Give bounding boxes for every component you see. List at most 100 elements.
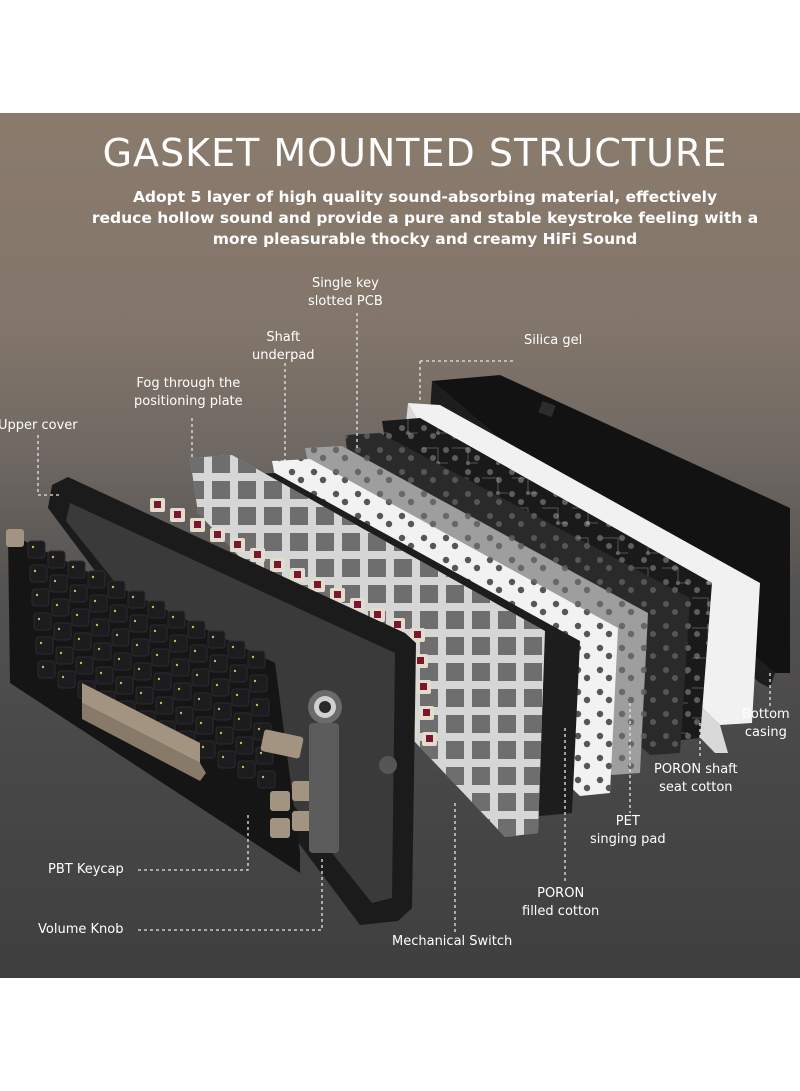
keycap [133,662,152,681]
label-volume-knob: Volume Knob [38,922,124,937]
keycap-legend-dot [177,687,181,691]
keycap-set [6,529,312,873]
keycap [69,584,88,603]
keycap-legend-dot [59,651,63,655]
label-silica-gel: Silica gel [524,333,583,348]
keycap [29,564,48,583]
keycap-legend-dot [37,617,41,621]
keycap-legend-dot [115,633,119,637]
keycap-legend-dot [131,595,135,599]
keycap-legend-dot [195,673,199,677]
keycap-legend-dot [133,619,137,623]
keycap-legend-dot [255,703,259,707]
keycap-legend-dot [57,627,61,631]
keycap [27,540,46,559]
keycap-legend-dot [117,657,121,661]
keycap-legend-dot [79,661,83,665]
keycap [197,740,216,759]
keycap [53,622,72,641]
keycap-legend-dot [41,665,45,669]
keycap-legend-dot [53,579,57,583]
keycap [51,598,70,617]
keycap-legend-dot [157,677,161,681]
keycap [71,608,90,627]
keycap-legend-dot [55,603,59,607]
keycap-legend-dot [259,751,263,755]
keycap-legend-dot [239,741,243,745]
switch [250,548,265,562]
switch [416,680,431,694]
keycap-legend-dot [31,545,35,549]
keycap [217,750,236,769]
keycap-legend-dot [71,565,75,569]
leader-lines [37,313,771,933]
keycap-legend-dot [139,691,143,695]
keycap [107,580,126,599]
keycap [247,650,266,669]
subtitle-line: more pleasurable thocky and creamy HiFi … [212,230,638,248]
keycap [233,712,252,731]
keycap [95,666,114,685]
keycap-legend-dot [199,721,203,725]
keycap-legend-dot [193,649,197,653]
keycap [235,736,254,755]
switch [422,732,437,746]
label-upper-cover: Upper cover [0,418,78,433]
keycap [211,678,230,697]
keycap [67,560,86,579]
keycap-legend-dot [237,717,241,721]
keycap [169,634,188,653]
keycap-legend-dot [35,593,39,597]
keycap-legend-dot [251,655,255,659]
keycap-legend-dot [221,755,225,759]
keycap-legend-dot [235,693,239,697]
keycap [57,670,76,689]
keycap [171,658,190,677]
keycap-legend-dot [61,675,65,679]
keycap-legend-dot [33,569,37,573]
switch [419,706,434,720]
keycap [231,688,250,707]
keycap [47,550,66,569]
keycap [31,588,50,607]
label-single-key-pcb: Single key slotted PCB [308,276,383,309]
keycap-legend-dot [135,643,139,647]
switch [290,568,305,582]
keycap-legend-dot [111,585,115,589]
keycap [153,672,172,691]
keycap [55,646,74,665]
keycap [207,630,226,649]
label-poron-shaft-seat: PORON shaft seat cotton [654,762,738,795]
keycap [35,636,54,655]
label-shaft-underpad: Shaft underpad [252,330,315,363]
label-bottom-casing: Bottom casing [742,707,790,740]
switch [150,498,165,512]
keycap-legend-dot [231,645,235,649]
keycap [193,692,212,711]
switch [210,528,225,542]
keycap [87,570,106,589]
keycap [195,716,214,735]
keycap-legend-dot [153,629,157,633]
switch [310,578,325,592]
keycap [147,600,166,619]
keycap-legend-dot [51,555,55,559]
keycap [189,644,208,663]
keycap-legend-dot [175,663,179,667]
keycap [49,574,68,593]
subtitle-line: reduce hollow sound and provide a pure a… [91,209,759,227]
switch [410,628,425,642]
page-title: GASKET MOUNTED STRUCTURE [102,131,728,175]
page-subtitle: Adopt 5 layer of high quality sound-abso… [60,187,760,250]
exploded-keyboard-illustration [6,313,790,933]
keycap [191,668,210,687]
keycap [91,618,110,637]
keycap [135,686,154,705]
keycap [73,632,92,651]
keycap [209,654,228,673]
volume-knob [308,690,342,853]
switch [370,608,385,622]
keycap [89,594,108,613]
keycap-legend-dot [159,701,163,705]
keycap-legend-dot [39,641,43,645]
